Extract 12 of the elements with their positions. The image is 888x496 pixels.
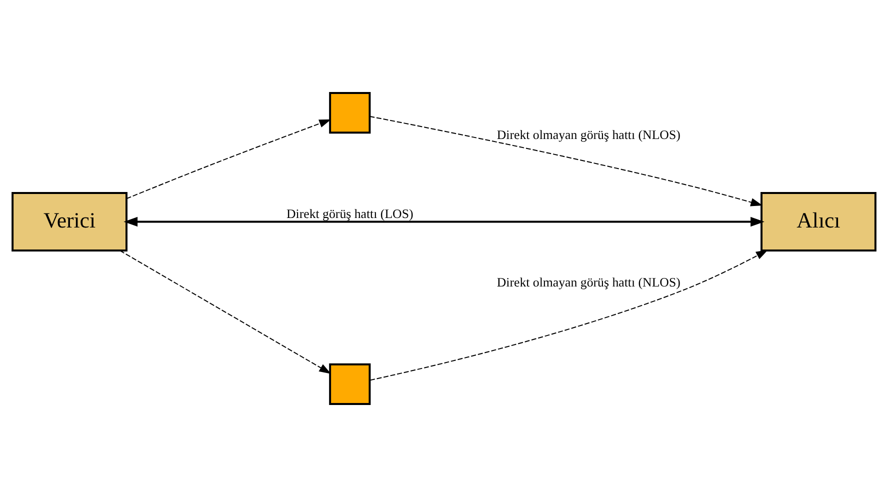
edge-label: Direkt görüş hattı (LOS) (286, 206, 414, 221)
arrow (119, 250, 332, 374)
arrow (124, 216, 764, 226)
arrow (126, 118, 332, 199)
node-box (329, 362, 371, 405)
node-box: Verici (12, 192, 128, 251)
node-box: Alıcı (760, 192, 876, 251)
edge-label: Direkt olmayan görüş hattı (NLOS) (496, 127, 680, 142)
arrow (369, 115, 763, 206)
arrow (370, 249, 768, 380)
node-box (329, 91, 371, 134)
edge-label: Direkt olmayan görüş hattı (NLOS) (496, 275, 680, 290)
